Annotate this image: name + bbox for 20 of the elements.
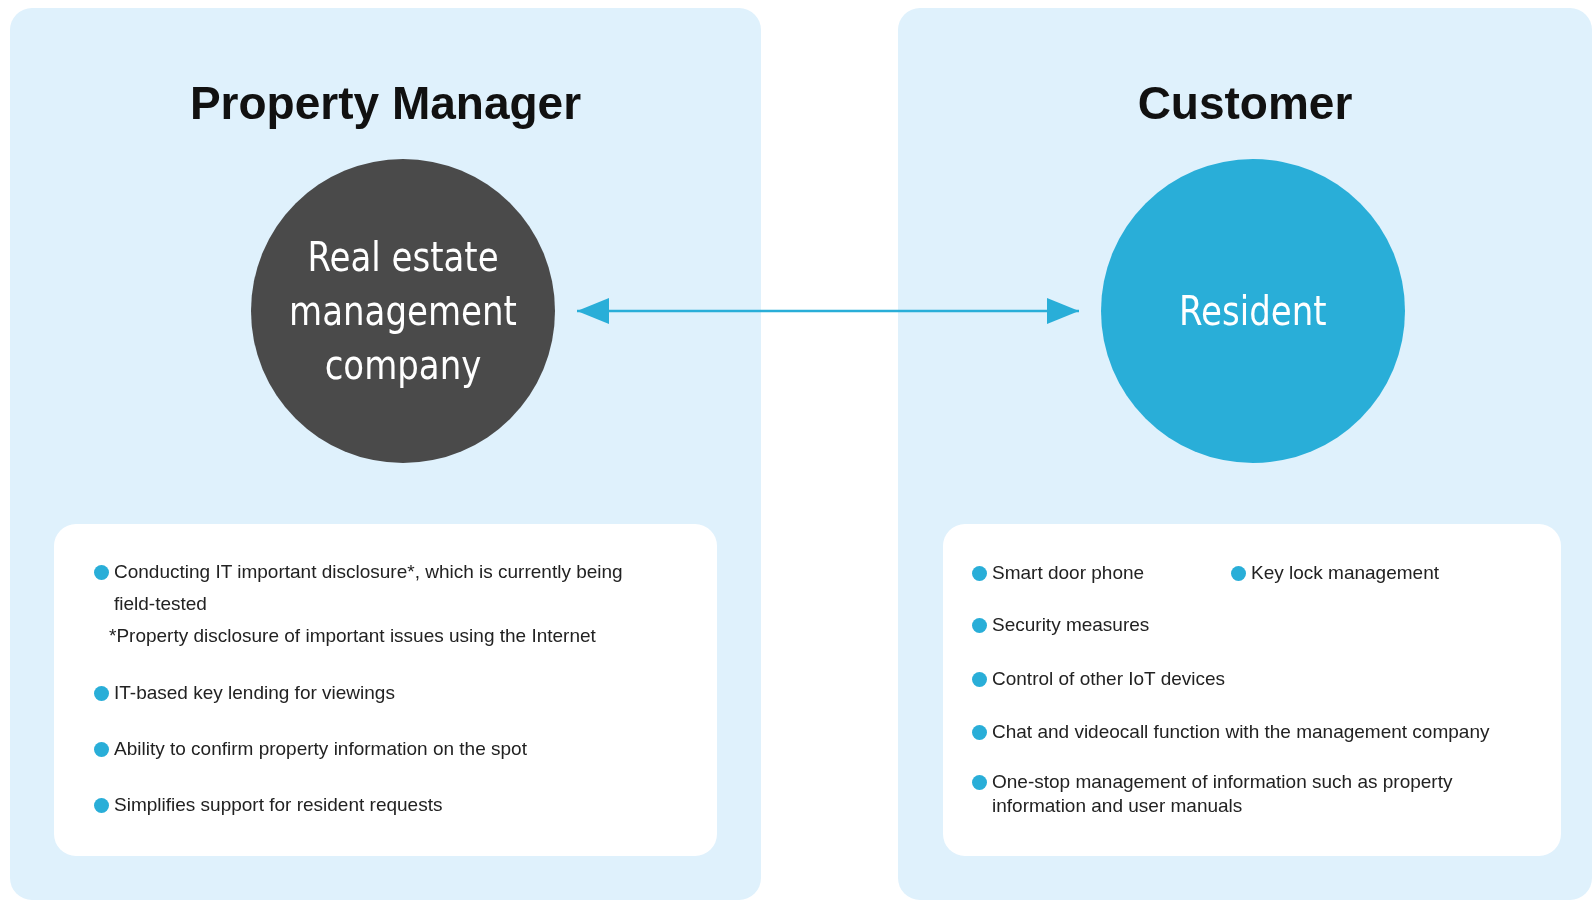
panel-title: Property Manager [188, 76, 583, 130]
bullet-text: Chat and videocall function with the management company [992, 720, 1491, 744]
circle-label: Real estate management company [288, 233, 518, 390]
circle-label: Resident [1179, 287, 1327, 336]
bullet-text: Conducting IT important disclosure*, which is currently being field-tested [114, 560, 624, 616]
bullet-text: Simplifies support for resident requests [114, 793, 444, 817]
bullet-text: Security measures [992, 613, 1151, 637]
bullet-text: Smart door phone [992, 561, 1146, 585]
bullet-text: One-stop management of information such as property information and user manuals [992, 770, 1454, 818]
bullet-text: Control of other IoT devices [992, 667, 1227, 691]
double-arrow [577, 298, 1079, 324]
feature-card [54, 524, 717, 856]
panel-background [898, 8, 1592, 900]
feature-card [943, 524, 1561, 856]
bullet-text: Ability to confirm property information on the spot [114, 737, 528, 761]
bullet-text: Key lock management [1251, 561, 1440, 585]
panel-background [10, 8, 761, 900]
bullet-text: IT-based key lending for viewings [114, 681, 396, 705]
footnote-text: *Property disclosure of important issues using the Internet [109, 624, 597, 648]
panel-title: Customer [1136, 76, 1354, 130]
